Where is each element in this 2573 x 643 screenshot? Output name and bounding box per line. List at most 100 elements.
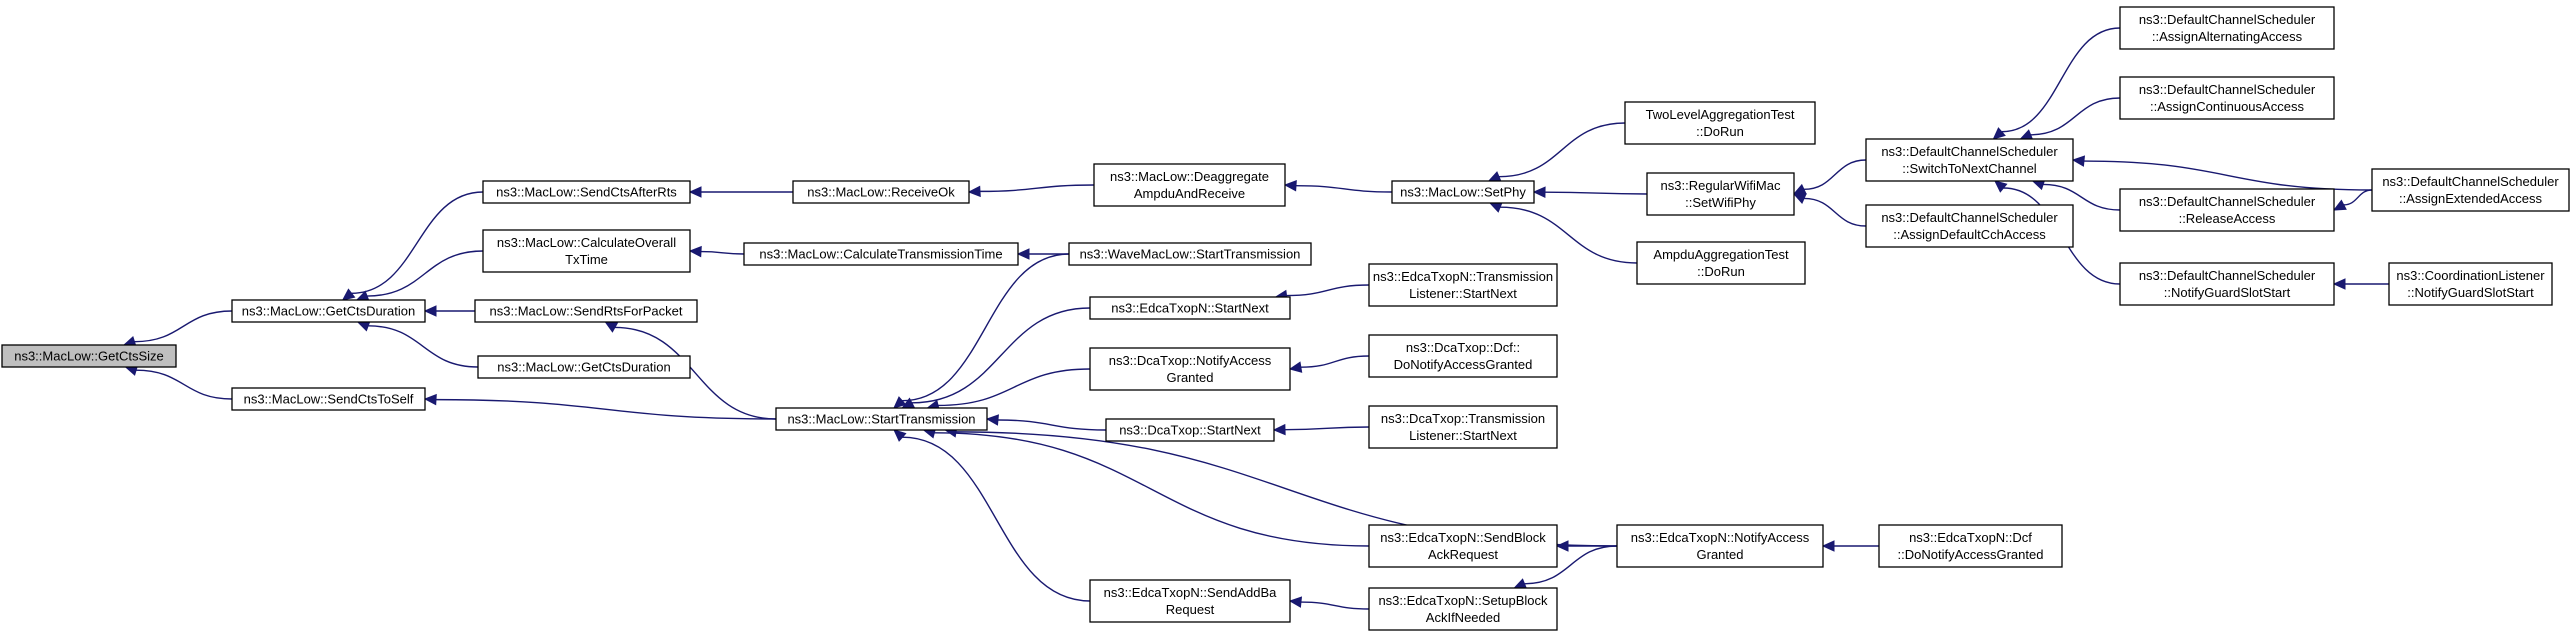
node-box[interactable]	[2119, 188, 2335, 232]
arrowhead-n9-to-n4	[688, 245, 702, 258]
node-box[interactable]	[2119, 6, 2335, 50]
node-box[interactable]	[2388, 262, 2553, 306]
node-label: AckRequest	[1428, 547, 1498, 562]
node-box[interactable]	[1636, 241, 1806, 285]
node-box[interactable]	[1068, 242, 1312, 266]
node-box[interactable]	[743, 242, 1019, 266]
node-box[interactable]	[1368, 524, 1558, 568]
function-node[interactable]: ns3::EdcaTxopN::Dcf::DoNotifyAccessGrant…	[1878, 524, 2063, 568]
node-box[interactable]	[1089, 579, 1291, 623]
node-box[interactable]	[231, 299, 426, 323]
node-box[interactable]	[1624, 101, 1816, 145]
function-node[interactable]: ns3::DefaultChannelScheduler::AssignDefa…	[1865, 204, 2074, 248]
arrowhead-n7-to-n2	[423, 393, 437, 406]
function-node[interactable]: ns3::DcaTxop::NotifyAccessGranted	[1089, 347, 1291, 391]
node-box[interactable]	[231, 387, 426, 411]
node-label: ns3::DefaultChannelScheduler	[1881, 144, 2058, 159]
node-label: ns3::DcaTxop::Dcf::	[1406, 340, 1520, 355]
arrowhead-n25-to-n18	[1488, 201, 1503, 213]
function-node[interactable]: ns3::DefaultChannelScheduler::SwitchToNe…	[1865, 138, 2074, 182]
node-box[interactable]	[792, 180, 970, 204]
node-label: ns3::MacLow::GetCtsDuration	[242, 304, 415, 319]
node-label: Listener::StartNext	[1409, 286, 1517, 301]
root-node[interactable]: ns3::MacLow::GetCtsSize	[1, 344, 177, 368]
node-label: ns3::EdcaTxopN::Transmission	[1373, 269, 1553, 284]
function-node[interactable]: ns3::MacLow::SendCtsToSelf	[231, 387, 426, 411]
node-box[interactable]	[477, 355, 691, 379]
function-node[interactable]: ns3::MacLow::SendRtsForPacket	[474, 299, 698, 323]
node-box[interactable]	[1616, 524, 1824, 568]
function-node[interactable]: ns3::DefaultChannelScheduler::AssignAlte…	[2119, 6, 2335, 50]
node-label: ::DoRun	[1696, 124, 1744, 139]
function-node[interactable]: ns3::EdcaTxopN::TransmissionListener::St…	[1368, 263, 1558, 307]
node-box[interactable]	[2119, 262, 2335, 306]
function-node[interactable]: ns3::CoordinationListener::NotifyGuardSl…	[2388, 262, 2553, 306]
node-box[interactable]	[1, 344, 177, 368]
function-node[interactable]: ns3::MacLow::GetCtsDuration	[477, 355, 691, 379]
edges-layer	[122, 27, 2389, 610]
function-node[interactable]: TwoLevelAggregationTest::DoRun	[1624, 101, 1816, 145]
node-box[interactable]	[775, 407, 988, 431]
node-box[interactable]	[1865, 204, 2074, 248]
function-node[interactable]: ns3::MacLow::SetPhy	[1391, 180, 1535, 204]
function-node[interactable]: ns3::DcaTxop::Dcf::DoNotifyAccessGranted	[1368, 334, 1558, 378]
edge-n4-to-n1	[367, 250, 484, 297]
function-node[interactable]: ns3::RegularWifiMac::SetWifiPhy	[1646, 172, 1795, 216]
arrowhead-n11-to-n7	[893, 396, 907, 409]
node-box[interactable]	[1093, 163, 1286, 207]
function-node[interactable]: ns3::DefaultChannelScheduler::AssignCont…	[2119, 76, 2335, 120]
node-box[interactable]	[1368, 405, 1558, 449]
arrowhead-n28-to-n24	[1792, 193, 1807, 204]
node-box[interactable]	[1878, 524, 2063, 568]
function-node[interactable]: ns3::MacLow::GetCtsDuration	[231, 299, 426, 323]
node-box[interactable]	[482, 180, 691, 204]
node-box[interactable]	[474, 299, 698, 323]
nodes-layer: ns3::MacLow::GetCtsSize ns3::MacLow::GetC…	[1, 6, 2570, 631]
node-box[interactable]	[482, 229, 691, 273]
function-node[interactable]: ns3::DefaultChannelScheduler::NotifyGuar…	[2119, 262, 2335, 306]
function-node[interactable]: ns3::MacLow::ReceiveOk	[792, 180, 970, 204]
function-node[interactable]: ns3::DefaultChannelScheduler::AssignExte…	[2371, 168, 2570, 212]
function-node[interactable]: ns3::EdcaTxopN::NotifyAccessGranted	[1616, 524, 1824, 568]
function-node[interactable]: ns3::DefaultChannelScheduler::ReleaseAcc…	[2119, 188, 2335, 232]
arrowhead-n3-to-n1	[341, 288, 356, 301]
edge-n33-to-n31	[2343, 189, 2373, 206]
function-node[interactable]: ns3::MacLow::StartTransmission	[775, 407, 988, 431]
node-label: ns3::MacLow::SendCtsToSelf	[244, 392, 414, 407]
function-node[interactable]: ns3::MacLow::SendCtsAfterRts	[482, 180, 691, 204]
node-box[interactable]	[1865, 138, 2074, 182]
arrowhead-n8-to-n3	[688, 186, 702, 198]
node-box[interactable]	[2119, 76, 2335, 120]
function-node[interactable]: AmpduAggregationTest::DoRun	[1636, 241, 1806, 285]
function-node[interactable]: ns3::EdcaTxopN::StartNext	[1089, 296, 1291, 320]
arrowhead-n16-to-n7	[893, 429, 907, 442]
arrowhead-n24-to-n18	[1532, 186, 1546, 198]
function-node[interactable]: ns3::MacLow::CalculateTransmissionTime	[743, 242, 1019, 266]
node-label: Listener::StartNext	[1409, 428, 1517, 443]
node-box[interactable]	[1105, 418, 1275, 442]
edge-n20-to-n13	[1300, 355, 1370, 368]
edge-n29-to-n27	[2001, 27, 2121, 133]
function-node[interactable]: ns3::DcaTxop::StartNext	[1105, 418, 1275, 442]
node-box[interactable]	[2371, 168, 2570, 212]
node-label: Granted	[1697, 547, 1744, 562]
node-box[interactable]	[1368, 263, 1558, 307]
function-node[interactable]: ns3::WaveMacLow::StartTransmission	[1068, 242, 1312, 266]
node-label: ns3::EdcaTxopN::NotifyAccess	[1631, 530, 1810, 545]
edge-n7-to-n5	[614, 326, 777, 420]
node-box[interactable]	[1391, 180, 1535, 204]
node-box[interactable]	[1646, 172, 1795, 216]
node-box[interactable]	[1368, 334, 1558, 378]
node-box[interactable]	[1089, 347, 1291, 391]
node-label: DoNotifyAccessGranted	[1394, 357, 1533, 372]
node-box[interactable]	[1089, 296, 1291, 320]
node-label: ns3::MacLow::CalculateTransmissionTime	[759, 247, 1002, 262]
node-label: Granted	[1167, 370, 1214, 385]
function-node[interactable]: ns3::DcaTxop::TransmissionListener::Star…	[1368, 405, 1558, 449]
node-box[interactable]	[1368, 587, 1558, 631]
